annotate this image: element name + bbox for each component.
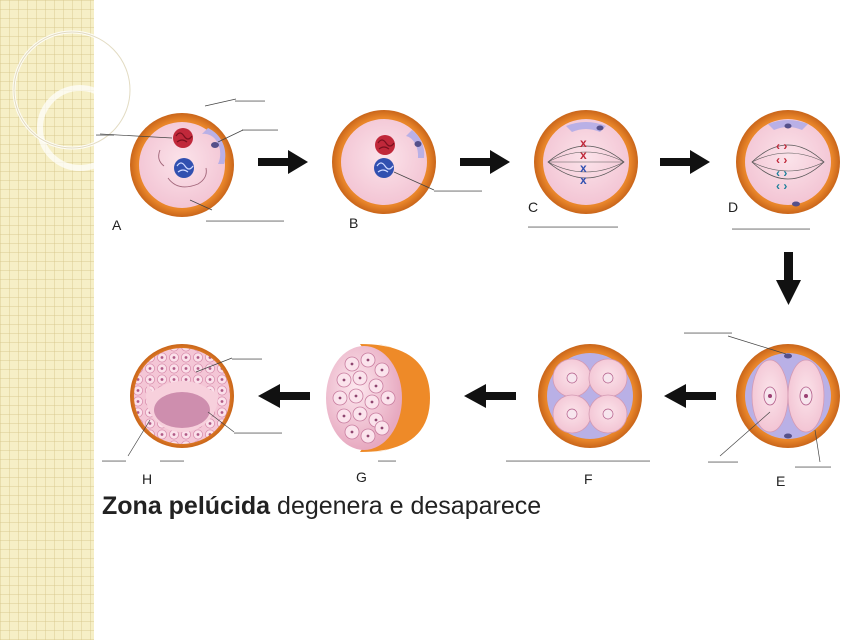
stage-letter-h: H bbox=[142, 471, 152, 487]
stage-h-blastocyst: ▬▬▬▬▬ ▬▬▬▬▬▬▬▬ ▬▬▬▬ ▬▬▬▬ H bbox=[102, 344, 282, 487]
stage-letter-g: G bbox=[356, 469, 367, 485]
svg-text:x: x bbox=[580, 161, 587, 175]
svg-text:▬▬▬: ▬▬▬ bbox=[378, 458, 396, 464]
svg-text:▬▬▬▬▬: ▬▬▬▬▬ bbox=[235, 98, 265, 104]
svg-text:x: x bbox=[580, 148, 587, 162]
stage-g-morula: ▬▬▬ G bbox=[326, 344, 430, 485]
caption-bold-term: Zona pelúcida bbox=[102, 492, 271, 520]
stage-d-anaphase: ‹ › ‹ › ‹ › ‹ › ▬▬▬▬▬▬▬▬▬▬▬▬▬ D bbox=[728, 110, 840, 232]
stage-letter-a: A bbox=[112, 217, 122, 233]
svg-text:▬▬▬: ▬▬▬ bbox=[96, 132, 114, 138]
stage-b-pronuclei: ▬▬▬▬▬▬▬▬ B bbox=[332, 110, 482, 231]
svg-text:▬▬▬▬▬▬▬▬: ▬▬▬▬▬▬▬▬ bbox=[684, 330, 732, 336]
stage-letter-d: D bbox=[728, 199, 738, 215]
svg-text:▬▬▬▬▬▬▬▬: ▬▬▬▬▬▬▬▬ bbox=[234, 430, 282, 436]
svg-text:‹ ›: ‹ › bbox=[776, 166, 787, 180]
arrow-left-icon bbox=[258, 384, 310, 408]
svg-text:▬▬▬▬▬: ▬▬▬▬▬ bbox=[232, 356, 262, 362]
svg-text:▬▬▬▬: ▬▬▬▬ bbox=[160, 458, 184, 464]
stage-letter-e: E bbox=[776, 473, 785, 489]
svg-text:▬▬▬▬: ▬▬▬▬ bbox=[102, 458, 126, 464]
svg-text:‹ ›: ‹ › bbox=[776, 153, 787, 167]
arrow-left-icon bbox=[664, 384, 716, 408]
stage-f-four-cell: ▬▬▬▬▬▬▬▬▬▬▬▬▬▬▬▬▬▬▬▬▬▬▬▬ F bbox=[506, 344, 650, 487]
caption-rest: degenera e desaparece bbox=[270, 492, 542, 520]
decorative-rings bbox=[12, 30, 132, 171]
svg-text:▬▬▬▬▬▬▬▬: ▬▬▬▬▬▬▬▬ bbox=[434, 188, 482, 194]
svg-text:▬▬▬▬▬▬▬▬▬▬▬▬▬: ▬▬▬▬▬▬▬▬▬▬▬▬▬ bbox=[206, 218, 284, 224]
svg-text:▬▬▬▬▬: ▬▬▬▬▬ bbox=[708, 459, 738, 465]
stage-a-zygote: ▬▬▬ ▬▬▬▬▬ ▬▬▬▬▬▬ ▬▬▬▬▬▬▬▬▬▬▬▬▬ A bbox=[96, 98, 284, 233]
svg-text:▬▬▬▬▬▬▬▬▬▬▬▬▬: ▬▬▬▬▬▬▬▬▬▬▬▬▬ bbox=[732, 226, 810, 232]
arrow-right-icon bbox=[460, 150, 510, 174]
svg-text:x: x bbox=[580, 136, 587, 150]
svg-text:▬▬▬▬▬▬▬▬▬▬▬▬▬▬▬▬▬▬▬▬▬▬▬▬: ▬▬▬▬▬▬▬▬▬▬▬▬▬▬▬▬▬▬▬▬▬▬▬▬ bbox=[506, 458, 650, 464]
stage-c-metaphase: x x x x ▬▬▬▬▬▬▬▬▬▬▬▬▬▬▬ C bbox=[528, 110, 638, 230]
embryo-development-diagram: ▬▬▬ ▬▬▬▬▬ ▬▬▬▬▬▬ ▬▬▬▬▬▬▬▬▬▬▬▬▬ A ▬▬▬▬▬▬▬… bbox=[96, 98, 840, 489]
svg-text:▬▬▬▬▬▬▬▬▬▬▬▬▬▬▬: ▬▬▬▬▬▬▬▬▬▬▬▬▬▬▬ bbox=[528, 224, 618, 230]
arrow-right-icon bbox=[660, 150, 710, 174]
stage-letter-c: C bbox=[528, 199, 538, 215]
svg-text:▬▬▬▬▬▬: ▬▬▬▬▬▬ bbox=[795, 464, 831, 470]
arrow-down-icon bbox=[776, 252, 801, 305]
stage-letter-b: B bbox=[349, 215, 358, 231]
arrow-left-icon bbox=[464, 384, 516, 408]
arrow-right-icon bbox=[258, 150, 308, 174]
caption: Zona pelúcida degenera e desaparece bbox=[102, 492, 541, 521]
svg-text:x: x bbox=[580, 173, 587, 187]
stage-letter-f: F bbox=[584, 471, 593, 487]
stage-e-two-cell: ▬▬▬▬▬▬▬▬ ▬▬▬▬▬ ▬▬▬▬▬▬ E bbox=[684, 330, 840, 489]
svg-text:‹ ›: ‹ › bbox=[776, 179, 787, 193]
svg-text:‹ ›: ‹ › bbox=[776, 139, 787, 153]
svg-text:▬▬▬▬▬▬: ▬▬▬▬▬▬ bbox=[242, 127, 278, 133]
